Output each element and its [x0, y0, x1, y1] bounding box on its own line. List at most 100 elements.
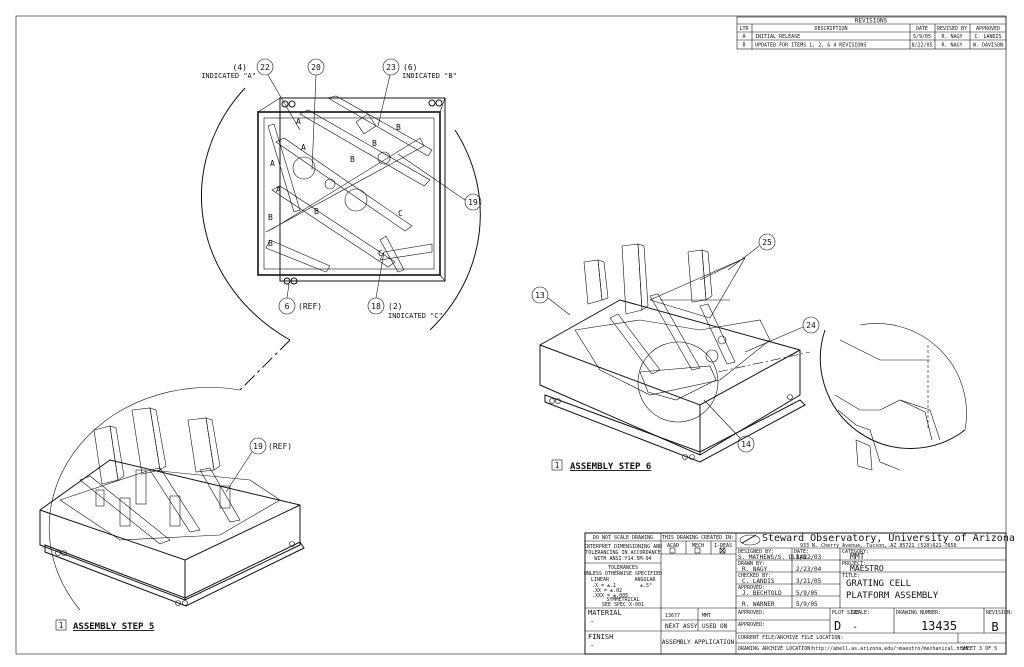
- svg-text:20: 20: [311, 63, 321, 72]
- svg-text:24: 24: [806, 321, 816, 330]
- tb-sw-ideas: I-DEAS: [714, 543, 732, 549]
- note-c: INDICATED "C": [388, 312, 443, 320]
- rev-header-ltr: LTR: [739, 26, 749, 32]
- detail-top-view: A A A A B B B B B B C C 22 (4) INDICATED…: [200, 58, 482, 391]
- tb-tol-3: .XXX = ±.005: [592, 593, 628, 599]
- rev-a-approved: C. LANDIS: [974, 34, 1001, 40]
- letter-b3: B: [350, 155, 355, 164]
- tb-designed-date: 8/22/03: [796, 554, 822, 561]
- callout-14: 14: [703, 399, 755, 453]
- callout-19: 19: [397, 153, 482, 211]
- tb-tol-1: .X = ±.1: [592, 583, 616, 589]
- letter-c1: C: [398, 209, 403, 218]
- tb-see-spec: SEE SPEC X-001: [602, 602, 644, 608]
- letter-b2: B: [372, 139, 377, 148]
- tb-title-1: GRATING CELL: [846, 579, 911, 589]
- step6-box: [551, 459, 563, 471]
- tb-check-acad: [669, 547, 676, 554]
- bolts-top: [281, 99, 443, 285]
- revisions-table: REVISIONS LTR DESCRIPTION DATE REVISED B…: [736, 16, 1007, 50]
- detail-zoom-step6: [834, 339, 941, 471]
- tb-title-2: PLATFORM ASSEMBLY: [846, 591, 939, 601]
- tb-archive-label: DRAWING ARCHIVE LOCATION:: [738, 646, 813, 652]
- note-a-qty: (4): [233, 63, 247, 72]
- tb-drawn-date: 2/23/04: [796, 566, 822, 573]
- tb-plot-size-label: PLOT SIZE: [832, 610, 859, 616]
- letter-b1: B: [396, 123, 401, 132]
- tb-archive-path: http://abell.as.arizona.edu/~maestro/mec…: [812, 646, 969, 652]
- callout-19-ref: 19: [225, 437, 267, 493]
- tb-approved-label: APPROVED:: [738, 585, 765, 591]
- observatory-logo: [739, 534, 761, 546]
- svg-text:18: 18: [371, 302, 381, 311]
- svg-text:22: 22: [260, 63, 270, 72]
- tb-interpret-2: TOLERANCING IN ACCORDANCE: [585, 550, 660, 556]
- step6-number: 1: [555, 461, 560, 470]
- tb-checked-date: 3/21/05: [796, 578, 822, 585]
- assembly-step-6-view: 13 25 24 14 1: [531, 233, 967, 472]
- tb-sw-mech: MECH: [692, 543, 704, 549]
- note-a: INDICATED "A": [201, 72, 256, 80]
- tb-used-on-val: MMT: [702, 613, 711, 619]
- note-ref-6: (REF): [298, 302, 322, 311]
- tb-linear: LINEAR: [591, 577, 610, 583]
- tb-interpret-3: WITH ANSI Y14.5M-94: [594, 556, 651, 562]
- tb-approved-2: R. WARNER: [742, 601, 775, 608]
- letter-a4: A: [276, 185, 281, 194]
- tb-material-label: MATERIAL: [588, 609, 622, 617]
- rev-a-desc: INITIAL RELEASE: [755, 34, 800, 40]
- tb-project-label: PROJECT:: [842, 561, 866, 567]
- tb-drawn-label: DRAWN BY:: [738, 561, 765, 567]
- tb-drawing-no: 13435: [921, 619, 957, 633]
- svg-text:14: 14: [741, 440, 751, 449]
- tb-next-assy-val: 13677: [665, 613, 680, 619]
- tb-title-label: TITLE:: [842, 573, 860, 579]
- svg-text:25: 25: [762, 238, 772, 247]
- tb-approved-1-date: 5/9/05: [796, 590, 818, 597]
- rev-b-ltr: B: [742, 43, 745, 49]
- tb-finish-label: FINISH: [588, 633, 613, 641]
- callout-13: 13: [531, 286, 571, 316]
- detail-leader-dashed: [239, 339, 291, 391]
- letter-b5: B: [268, 239, 273, 248]
- callout-18: 18: [367, 251, 385, 315]
- tb-tol-2: .XX = ±.02: [592, 588, 622, 594]
- strut-letters: A A A A B B B B B B C C: [268, 117, 403, 258]
- tb-created-in: THIS DRAWING CREATED IN:: [662, 535, 734, 541]
- rev-header-approved: APPROVED: [976, 26, 1000, 32]
- tb-approved-3-label: APPROVED:: [738, 610, 765, 616]
- rev-header-date: DATE: [916, 26, 928, 32]
- tb-ang-val: ±.5°: [640, 583, 652, 589]
- tb-check-ideas-mark: [719, 547, 726, 554]
- tb-revision: B: [991, 620, 998, 634]
- detail-circle-arc-right: [429, 129, 481, 331]
- svg-text:19: 19: [468, 198, 478, 207]
- rev-header-desc: DESCRIPTION: [814, 26, 847, 32]
- callout-25: 25: [727, 233, 776, 271]
- tb-approved-4-label: APPROVED:: [738, 622, 765, 628]
- title-block: DO NOT SCALE DRAWING INTERPRET DIMENSION…: [584, 532, 1015, 655]
- rev-a-ltr: A: [742, 34, 745, 40]
- tb-sheet: SHEET 3 OF 5: [961, 646, 997, 652]
- step5-label: ASSEMBLY STEP 5: [73, 622, 154, 632]
- tb-designed-label: DESIGNED BY:: [738, 549, 774, 555]
- tb-approved-2-date: 5/9/05: [796, 601, 818, 608]
- tb-used-on: USED ON: [702, 623, 728, 630]
- svg-text:23: 23: [386, 63, 396, 72]
- tb-address: 933 N. Cherry Avenue, Tucson, AZ 85721 (…: [800, 543, 957, 549]
- tb-checked-by: C. LANDIS: [742, 578, 775, 585]
- sheet-border: [15, 15, 1007, 655]
- letter-a2: A: [301, 143, 306, 152]
- step6-label: ASSEMBLY STEP 6: [570, 462, 651, 472]
- callout-23: 23: [377, 58, 400, 127]
- tb-do-not-scale: DO NOT SCALE DRAWING: [593, 535, 653, 541]
- callout-6: 6: [278, 283, 296, 315]
- tb-current-file-label: CURRENT FILE/ARCHIVE FILE LOCATION:: [738, 635, 843, 641]
- letter-b4: B: [268, 213, 273, 222]
- callout-22: 22: [256, 58, 301, 131]
- tb-approved-1: J. BECHTOLD: [742, 590, 782, 597]
- callout-24: 24: [744, 316, 820, 353]
- letter-c2: C: [378, 249, 383, 258]
